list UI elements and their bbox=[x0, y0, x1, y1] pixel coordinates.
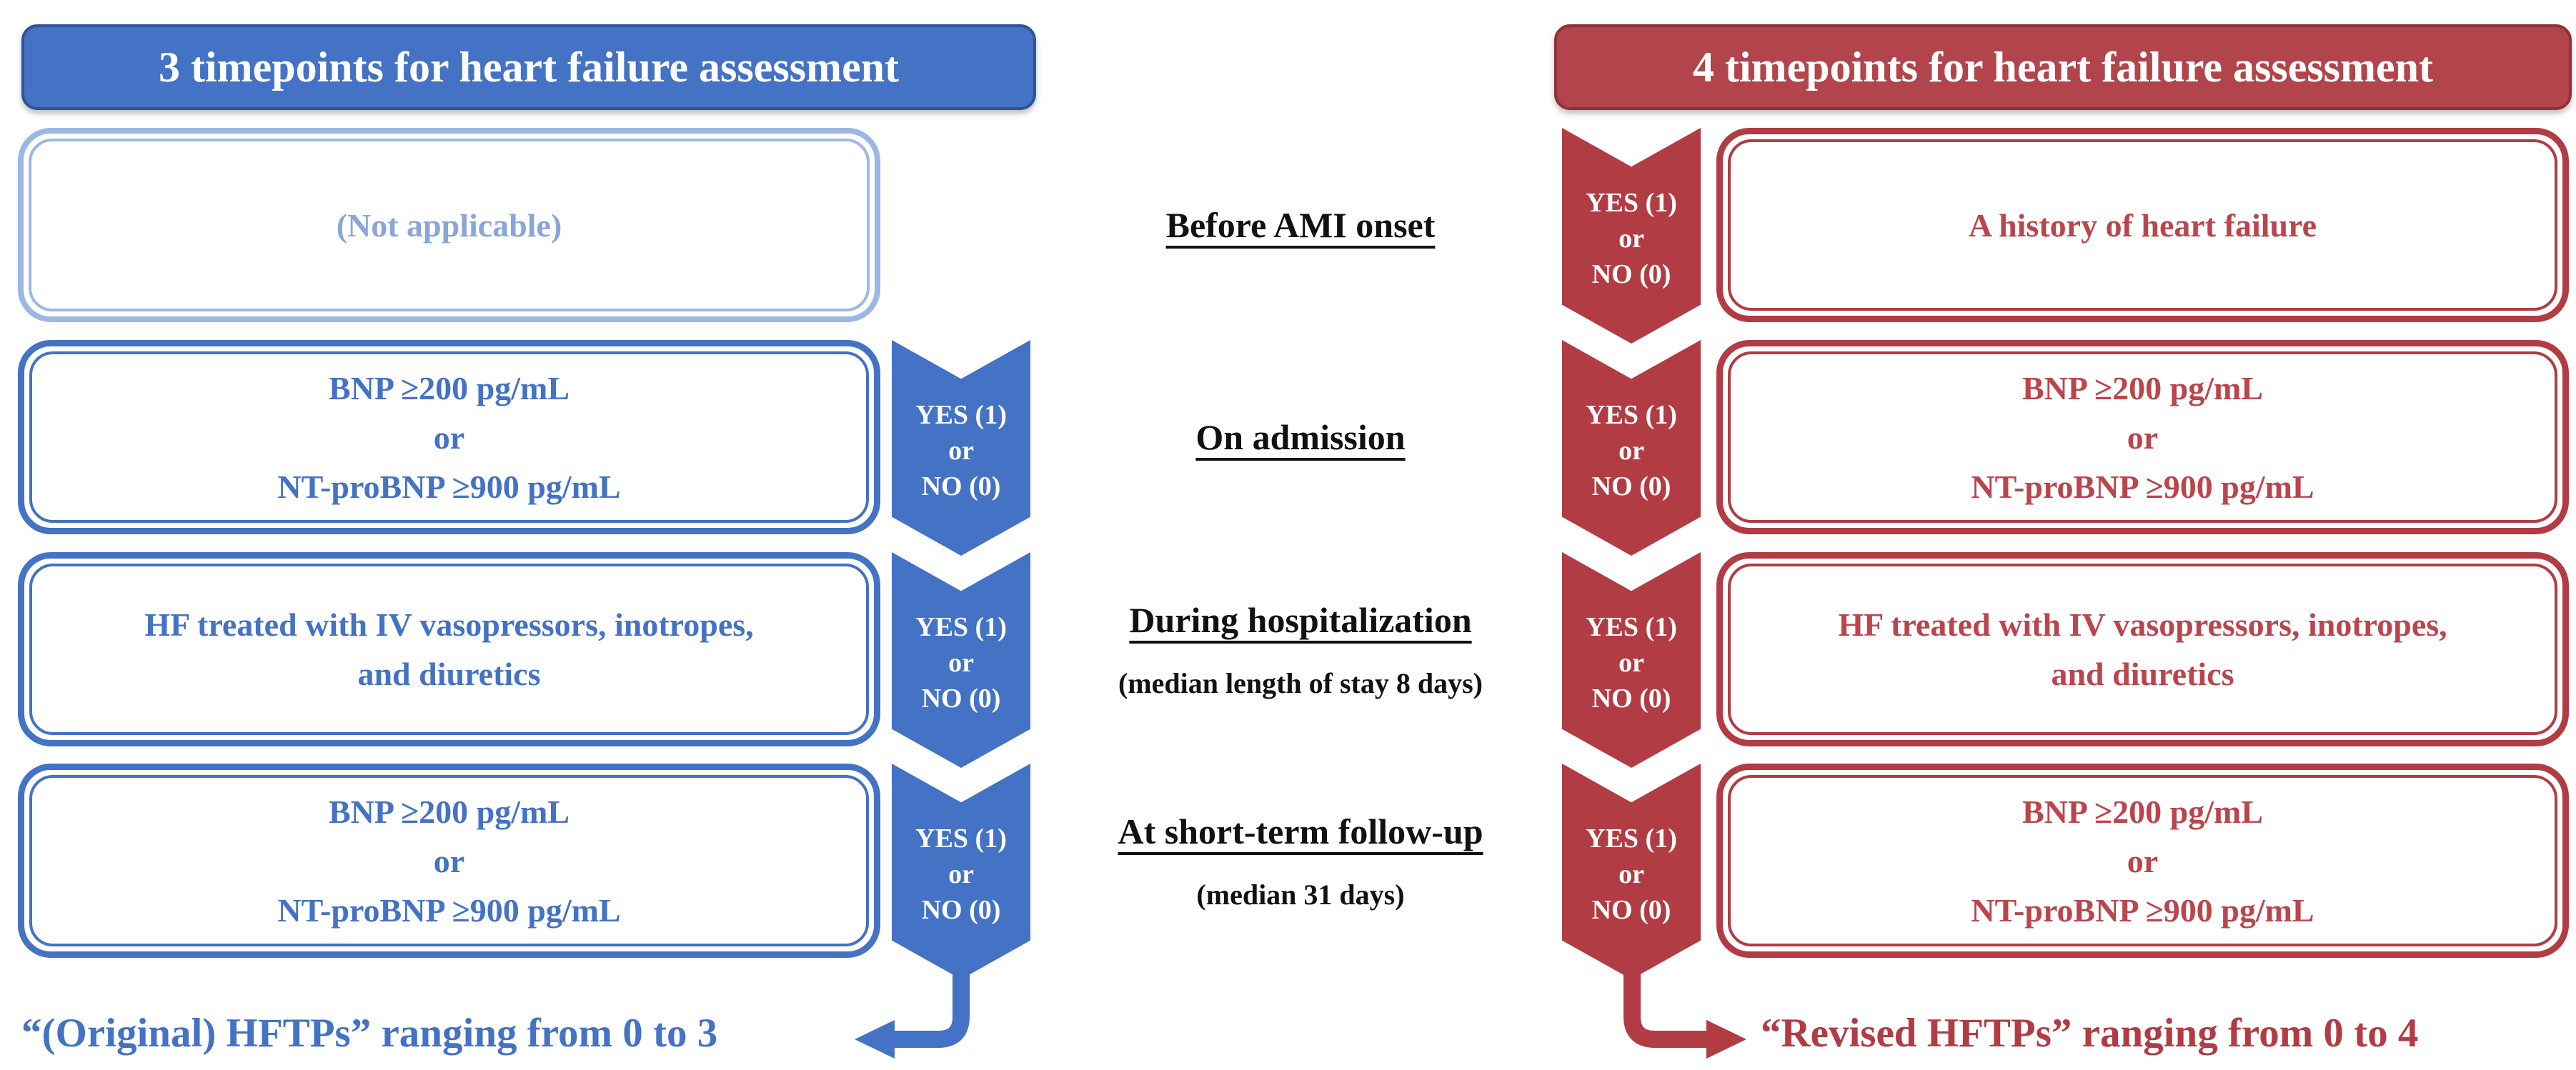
chevron-text-line: or bbox=[948, 435, 974, 466]
timeline-title: On admission bbox=[1195, 417, 1406, 457]
box-text-line: HF treated with IV vasopressors, inotrop… bbox=[1838, 606, 2447, 643]
chevron-text-line: NO (0) bbox=[1591, 259, 1671, 290]
left-box-admission-bnp: BNP ≥200 pg/mL or NT-proBNP ≥900 pg/mL bbox=[18, 340, 880, 534]
chevron-text-line: or bbox=[1618, 435, 1644, 466]
box-text-line: or bbox=[433, 842, 465, 879]
right-column-header: 4 timepoints for heart failure assessmen… bbox=[1554, 24, 2572, 110]
chevron-text-line: NO (0) bbox=[1591, 684, 1671, 714]
chevron-text-line: YES (1) bbox=[915, 611, 1007, 642]
timeline-label-short-term-followup: At short-term follow-up (median 31 days) bbox=[1043, 764, 1558, 958]
left-yesno-chevron-hospitalization: YES (1) or NO (0) bbox=[892, 552, 1030, 768]
timeline-subtitle: (median length of stay 8 days) bbox=[1118, 666, 1483, 699]
box-text-line: and diuretics bbox=[2051, 656, 2234, 692]
right-yesno-chevron-before-ami: YES (1) or NO (0) bbox=[1562, 128, 1701, 344]
left-box-hospitalization-hf-treatment: HF treated with IV vasopressors, inotrop… bbox=[18, 552, 880, 746]
box-text-line: (Not applicable) bbox=[336, 206, 562, 244]
right-yesno-chevron-hospitalization: YES (1) or NO (0) bbox=[1562, 552, 1701, 768]
arrow-right-icon bbox=[1623, 962, 1746, 1059]
left-column-header: 3 timepoints for heart failure assessmen… bbox=[21, 24, 1036, 110]
left-score-caption: “(Original) HFTPs” ranging from 0 to 3 bbox=[21, 1011, 718, 1056]
box-text-line: NT-proBNP ≥900 pg/mL bbox=[1971, 468, 2314, 505]
chevron-text-line: or bbox=[1618, 859, 1644, 889]
box-text-line: and diuretics bbox=[357, 656, 541, 692]
right-box-hospitalization-hf-treatment: HF treated with IV vasopressors, inotrop… bbox=[1716, 552, 2569, 746]
timeline-title: Before AMI onset bbox=[1165, 205, 1436, 245]
box-text-line: BNP ≥200 pg/mL bbox=[2021, 793, 2264, 830]
box-text-line: or bbox=[2127, 419, 2159, 456]
chevron-text-line: YES (1) bbox=[1586, 399, 1677, 430]
timeline-title: During hospitalization bbox=[1129, 599, 1472, 640]
box-text-line: BNP ≥200 pg/mL bbox=[328, 793, 570, 830]
left-box-followup-bnp: BNP ≥200 pg/mL or NT-proBNP ≥900 pg/mL bbox=[18, 764, 880, 958]
chevron-text-line: or bbox=[1618, 223, 1644, 254]
chevron-text-line: NO (0) bbox=[1591, 471, 1671, 502]
right-box-history-of-hf: A history of heart failure bbox=[1716, 128, 2569, 322]
chevron-text-line: YES (1) bbox=[1586, 187, 1677, 218]
timeline-label-during-hospitalization: During hospitalization (median length of… bbox=[1043, 552, 1558, 746]
box-text-line: NT-proBNP ≥900 pg/mL bbox=[277, 468, 621, 505]
chevron-text-line: NO (0) bbox=[921, 684, 1001, 714]
box-text-line: or bbox=[2127, 842, 2159, 879]
right-score-caption: “Revised HFTPs” ranging from 0 to 4 bbox=[1761, 1011, 2419, 1056]
timeline-title: At short-term follow-up bbox=[1118, 811, 1483, 851]
box-text-line: HF treated with IV vasopressors, inotrop… bbox=[144, 606, 754, 643]
left-yesno-chevron-followup: YES (1) or NO (0) bbox=[892, 764, 1030, 979]
timeline-subtitle: (median 31 days) bbox=[1196, 878, 1405, 911]
chevron-text-line: YES (1) bbox=[1586, 611, 1677, 642]
left-yesno-chevron-admission: YES (1) or NO (0) bbox=[892, 340, 1030, 556]
box-text-line: BNP ≥200 pg/mL bbox=[2021, 369, 2264, 406]
left-box-not-applicable: (Not applicable) bbox=[18, 128, 880, 322]
box-text-line: NT-proBNP ≥900 pg/mL bbox=[1971, 891, 2314, 929]
right-yesno-chevron-admission: YES (1) or NO (0) bbox=[1562, 340, 1701, 556]
chevron-text-line: YES (1) bbox=[915, 399, 1007, 430]
chevron-text-line: or bbox=[948, 859, 974, 889]
chevron-text-line: NO (0) bbox=[921, 895, 1001, 926]
timeline-label-on-admission: On admission bbox=[1043, 340, 1558, 534]
chevron-text-line: YES (1) bbox=[915, 823, 1007, 854]
right-yesno-chevron-followup: YES (1) or NO (0) bbox=[1562, 764, 1701, 979]
arrow-left-icon bbox=[855, 962, 970, 1059]
timeline-label-before-ami: Before AMI onset bbox=[1043, 128, 1558, 322]
chevron-text-line: or bbox=[948, 647, 974, 678]
box-text-line: A history of heart failure bbox=[1968, 206, 2317, 244]
chevron-text-line: or bbox=[1618, 647, 1644, 678]
box-text-line: or bbox=[433, 419, 465, 456]
box-text-line: BNP ≥200 pg/mL bbox=[328, 369, 570, 406]
chevron-text-line: NO (0) bbox=[1591, 895, 1671, 926]
right-box-followup-bnp: BNP ≥200 pg/mL or NT-proBNP ≥900 pg/mL bbox=[1716, 764, 2569, 958]
chevron-text-line: YES (1) bbox=[1586, 823, 1677, 854]
chevron-text-line: NO (0) bbox=[921, 471, 1001, 502]
box-text-line: NT-proBNP ≥900 pg/mL bbox=[277, 891, 621, 929]
right-box-admission-bnp: BNP ≥200 pg/mL or NT-proBNP ≥900 pg/mL bbox=[1716, 340, 2569, 534]
